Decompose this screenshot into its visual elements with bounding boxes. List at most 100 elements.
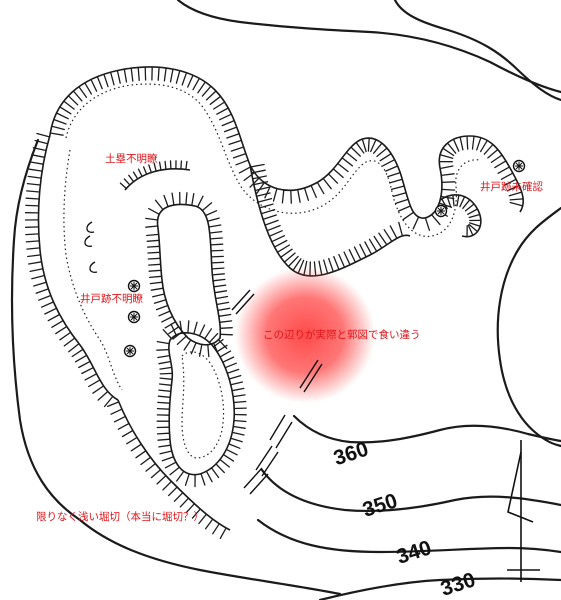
hachure-mark: [78, 360, 91, 369]
hachure-mark: [146, 233, 160, 237]
hachure-mark: [378, 232, 388, 246]
hachure-mark: [154, 199, 164, 211]
hachure-mark: [183, 339, 192, 351]
hachure-mark: [348, 249, 357, 263]
hachure-mark: [231, 431, 245, 436]
contour-line-left: [10, 138, 342, 596]
hachure-mark: [210, 249, 224, 252]
hachure-mark: [162, 480, 173, 491]
hachure-mark: [452, 138, 460, 152]
hachure-mark: [153, 299, 167, 304]
hachure-mark: [49, 132, 64, 136]
hachure-mark: [206, 217, 220, 222]
hachure-mark: [156, 475, 167, 485]
hachure-mark: [161, 456, 175, 462]
hachure-mark: [212, 338, 224, 348]
well-symbol-icon: [127, 310, 141, 324]
hachure-mark: [173, 492, 184, 502]
hachure-mark: [148, 263, 162, 266]
hachure-mark: [192, 77, 200, 91]
hachure-mark: [123, 178, 131, 186]
hachure-mark: [157, 401, 171, 404]
hachure-mark: [332, 168, 344, 179]
hachure-mark: [113, 415, 127, 423]
hachure-mark: [398, 221, 404, 237]
hachure-mark: [219, 527, 227, 540]
hachure-mark: [51, 125, 65, 131]
contour-label-340: 340: [394, 536, 434, 569]
hachure-mark: [148, 164, 152, 174]
hachure-mark: [149, 275, 163, 279]
hachure-mark: [185, 160, 188, 171]
hachure-mark: [209, 95, 222, 105]
hachure-mark: [210, 243, 224, 246]
hachure-mark: [430, 214, 441, 226]
hachure-mark: [107, 401, 120, 408]
hachure-mark: [157, 354, 171, 359]
hachure-mark: [26, 190, 41, 193]
hachure-mark: [158, 383, 173, 386]
hachure-mark: [456, 194, 460, 207]
hachure-mark: [333, 255, 340, 271]
hachure-mark: [156, 407, 171, 410]
hachure-mark: [71, 348, 84, 358]
hachure-mark: [233, 400, 247, 404]
hachure-mark: [150, 287, 164, 291]
hachure-mark: [67, 95, 79, 106]
hachure-mark: [167, 486, 178, 497]
hachure-mark: [156, 340, 170, 345]
hachure-mark: [92, 385, 105, 394]
hachure-mark: [361, 138, 367, 153]
hachure-mark: [376, 147, 388, 158]
hachure-mark: [147, 251, 161, 254]
hachure-mark: [209, 230, 223, 234]
hachure-mark: [137, 66, 140, 82]
hachure-mark: [225, 448, 238, 456]
hachure-mark: [198, 513, 208, 525]
hachure-mark: [251, 175, 267, 180]
hachure-mark: [373, 142, 383, 154]
hachure-mark: [249, 177, 260, 188]
hachure-mark: [208, 224, 222, 228]
hachure-mark: [402, 211, 415, 221]
hachure-mark: [441, 198, 448, 210]
hachure-mark: [303, 187, 310, 201]
hachure-mark: [145, 225, 159, 228]
inner-enclosure-outline: [156, 203, 222, 346]
hachure-mark: [509, 201, 524, 207]
hachure-mark: [487, 148, 499, 159]
hachure-mark: [462, 199, 471, 209]
hachure-mark: [191, 192, 195, 207]
hachure-mark: [214, 290, 228, 294]
hachure-mark: [290, 189, 292, 204]
hachure-mark: [271, 235, 286, 243]
hachure-mark: [212, 523, 220, 535]
hachure-mark: [494, 160, 507, 169]
hachure-mark: [44, 307, 58, 315]
hachure-mark: [287, 255, 299, 268]
hachure-mark: [128, 174, 135, 183]
hachure-mark: [219, 113, 233, 121]
hachure-mark: [116, 69, 121, 84]
hachure-mark: [26, 247, 41, 250]
hachure-mark: [157, 438, 171, 441]
hachure-mark: [55, 325, 68, 335]
hachure-mark: [392, 192, 407, 197]
hachure-mark: [169, 466, 181, 476]
hachure-mark: [260, 208, 276, 215]
left-flank-loops: [84, 221, 98, 273]
hachure-mark: [503, 178, 517, 186]
hachure-mark: [205, 90, 217, 101]
hachure-mark: [28, 261, 43, 265]
hachure-mark: [103, 73, 109, 88]
hachure-mark: [191, 508, 201, 519]
hachure-mark: [476, 136, 482, 151]
hachure-mark: [258, 203, 274, 209]
hachure-mark: [471, 135, 475, 150]
hachure-mark: [148, 207, 160, 215]
hachure-mark: [213, 284, 227, 288]
hachure-mark: [97, 390, 109, 401]
hachure-mark: [36, 132, 51, 138]
hachure-mark: [126, 436, 138, 445]
right-slope-outline: [249, 164, 411, 277]
